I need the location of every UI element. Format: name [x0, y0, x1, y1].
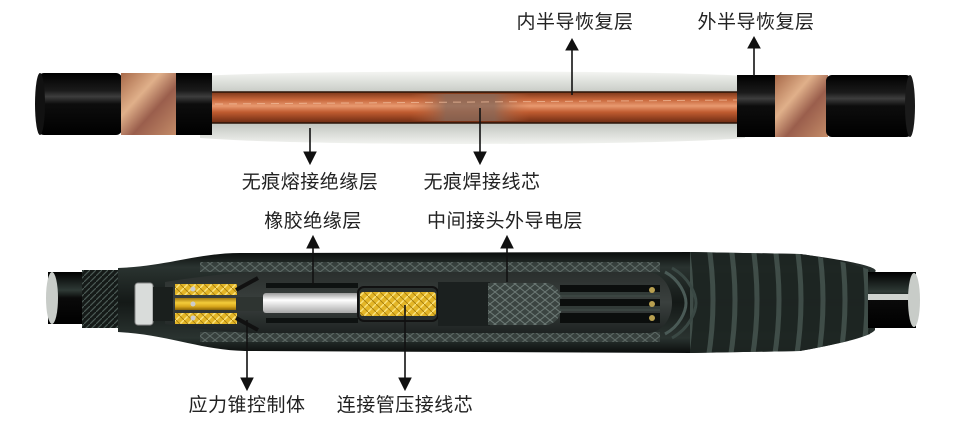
label-stress-cone-control: 应力锥控制体: [188, 394, 306, 416]
label-rubber-insulation: 橡胶绝缘层: [264, 210, 362, 232]
outer-wrap: [690, 252, 870, 353]
label-inner-semiconductive-recovery: 内半导恢复层: [516, 11, 634, 33]
stress-cone-conductors: [175, 284, 237, 324]
outer-conductive-layer: [438, 282, 490, 326]
label-seamless-welded-core: 无痕焊接线芯: [423, 171, 541, 193]
right-cable-stub: [868, 272, 920, 328]
white-insulated-core: [263, 293, 359, 313]
annotation-arrows: [240, 35, 761, 392]
copper-shield-right: [775, 75, 828, 137]
label-seamless-fused-insulation: 无痕熔接绝缘层: [241, 171, 379, 193]
label-joint-outer-conductive-layer: 中间接头外导电层: [426, 210, 584, 232]
label-connector-crimped-core: 连接管压接线芯: [336, 394, 474, 416]
silver-ring: [134, 282, 154, 326]
left-cable-end: [35, 73, 212, 135]
left-cable-stub: [46, 270, 127, 328]
outer-braid-top: [200, 262, 660, 272]
label-outer-semiconductive-recovery: 外半导恢复层: [697, 11, 815, 33]
outer-braid-bottom: [200, 332, 660, 342]
crimped-core: [360, 292, 436, 316]
right-cable-end: [737, 75, 915, 137]
copper-shield-left: [121, 73, 177, 135]
right-core-bundle: [560, 285, 660, 323]
weld-zone: [410, 94, 530, 121]
